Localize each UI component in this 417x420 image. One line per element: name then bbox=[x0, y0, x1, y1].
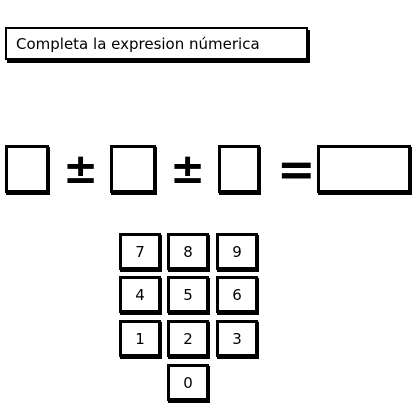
key-6[interactable]: 6 bbox=[216, 276, 258, 313]
operator-1: ± bbox=[63, 144, 99, 193]
operand-1-slot[interactable] bbox=[5, 145, 49, 193]
instruction-label: Completa la expresion númerica bbox=[5, 27, 308, 60]
result-slot[interactable] bbox=[317, 145, 411, 193]
key-9[interactable]: 9 bbox=[216, 233, 258, 270]
key-1[interactable]: 1 bbox=[119, 320, 161, 357]
equals-sign: = bbox=[277, 142, 316, 196]
operand-2-slot[interactable] bbox=[110, 145, 156, 193]
key-4[interactable]: 4 bbox=[119, 276, 161, 313]
operator-2: ± bbox=[170, 144, 206, 193]
key-2[interactable]: 2 bbox=[167, 320, 209, 357]
operand-3-slot[interactable] bbox=[218, 145, 260, 193]
key-0[interactable]: 0 bbox=[167, 364, 209, 401]
key-8[interactable]: 8 bbox=[167, 233, 209, 270]
key-7[interactable]: 7 bbox=[119, 233, 161, 270]
key-3[interactable]: 3 bbox=[216, 320, 258, 357]
key-5[interactable]: 5 bbox=[167, 276, 209, 313]
